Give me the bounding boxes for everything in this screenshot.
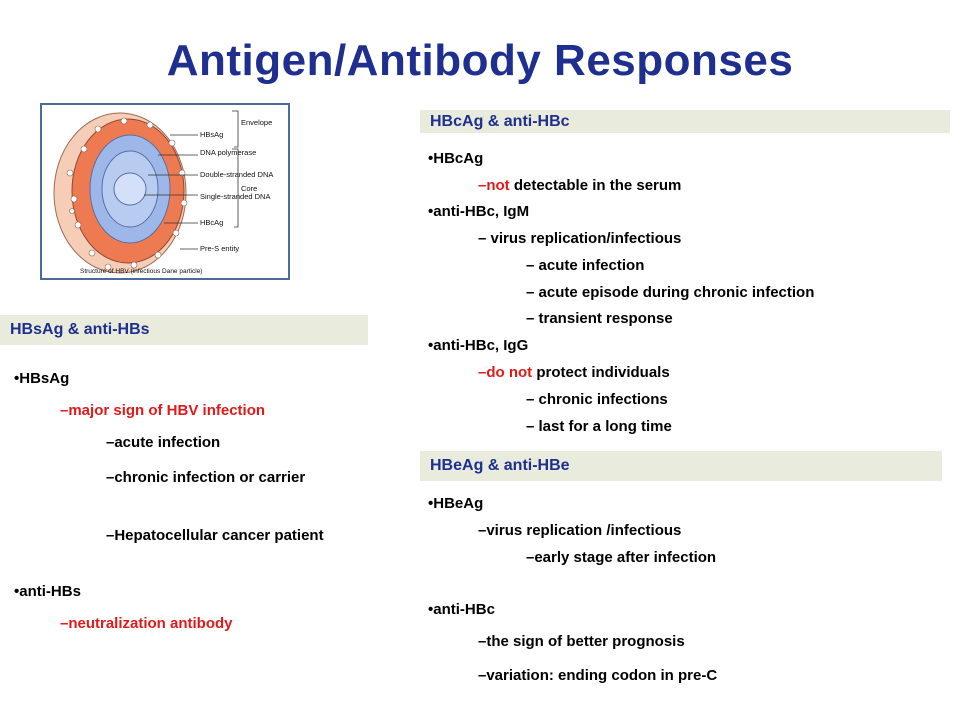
hbc-do-not-rest: protect individuals xyxy=(532,364,670,381)
hbc-do-not-protect: –do not protect individuals xyxy=(478,364,670,381)
label-hbsag: HBsAg xyxy=(200,130,223,139)
hbs-neutralization: –neutralization antibody xyxy=(60,615,233,632)
label-dna-polymerase: DNA polymerase xyxy=(200,148,256,157)
slide-title: Antigen/Antibody Responses xyxy=(166,36,794,85)
hbc-acute-infection: – acute infection xyxy=(526,257,645,274)
label-envelope: Envelope xyxy=(241,118,272,127)
hbc-transient: – transient response xyxy=(526,310,673,327)
hbc-last-long: – last for a long time xyxy=(526,418,672,435)
hbs-section-header: HBsAg & anti-HBs xyxy=(0,315,368,345)
hbe-replication: –virus replication /infectious xyxy=(478,522,682,539)
hbc-not-rest: detectable in the serum xyxy=(509,177,682,194)
hbs-major-sign: –major sign of HBV infection xyxy=(60,402,266,419)
label-double-stranded: Double-stranded DNA xyxy=(200,170,273,179)
label-pre-s: Pre-S entity xyxy=(200,244,239,253)
hbs-chronic: –chronic infection or carrier xyxy=(106,469,306,486)
hbeag-bullet: •HBeAg xyxy=(428,495,484,512)
label-single-stranded: Single-stranded DNA xyxy=(200,192,270,201)
hbs-acute: –acute infection xyxy=(106,434,221,451)
hbc-not-emphasis: –not xyxy=(478,177,510,194)
anti-hbc-bullet: •anti-HBc xyxy=(428,601,495,618)
hbe-section-header: HBeAg & anti-HBe xyxy=(420,451,942,481)
anti-hbc-igg-bullet: •anti-HBc, IgG xyxy=(428,337,529,354)
hbc-igm-replication: – virus replication/infectious xyxy=(478,230,682,247)
hbe-early-stage: –early stage after infection xyxy=(526,549,717,566)
anti-hbc-igm-bullet: •anti-HBc, IgM xyxy=(428,203,530,220)
hbc-chronic-infections: – chronic infections xyxy=(526,391,668,408)
hbcag-bullet: •HBcAg xyxy=(428,150,484,167)
hbc-do-not-emphasis: –do not xyxy=(478,364,533,381)
hbs-hepatocellular: –Hepatocellular cancer patient xyxy=(106,527,324,544)
hbv-structure-diagram: HBsAg DNA polymerase Double-stranded DNA… xyxy=(40,103,290,280)
label-hbcag: HBcAg xyxy=(200,218,223,227)
anti-hbs-bullet: •anti-HBs xyxy=(14,583,81,600)
hbe-variation: –variation: ending codon in pre-C xyxy=(478,667,718,684)
hbe-prognosis: –the sign of better prognosis xyxy=(478,633,685,650)
hbsag-bullet: •HBsAg xyxy=(14,370,70,387)
hbc-acute-episode: – acute episode during chronic infection xyxy=(526,284,815,301)
hbc-section-header: HBcAg & anti-HBc xyxy=(420,110,950,133)
diagram-caption: Structure of HBV (infectious Dane partic… xyxy=(80,268,202,275)
label-core: Core xyxy=(241,184,257,193)
hbc-not-detectable: –not detectable in the serum xyxy=(478,177,681,194)
